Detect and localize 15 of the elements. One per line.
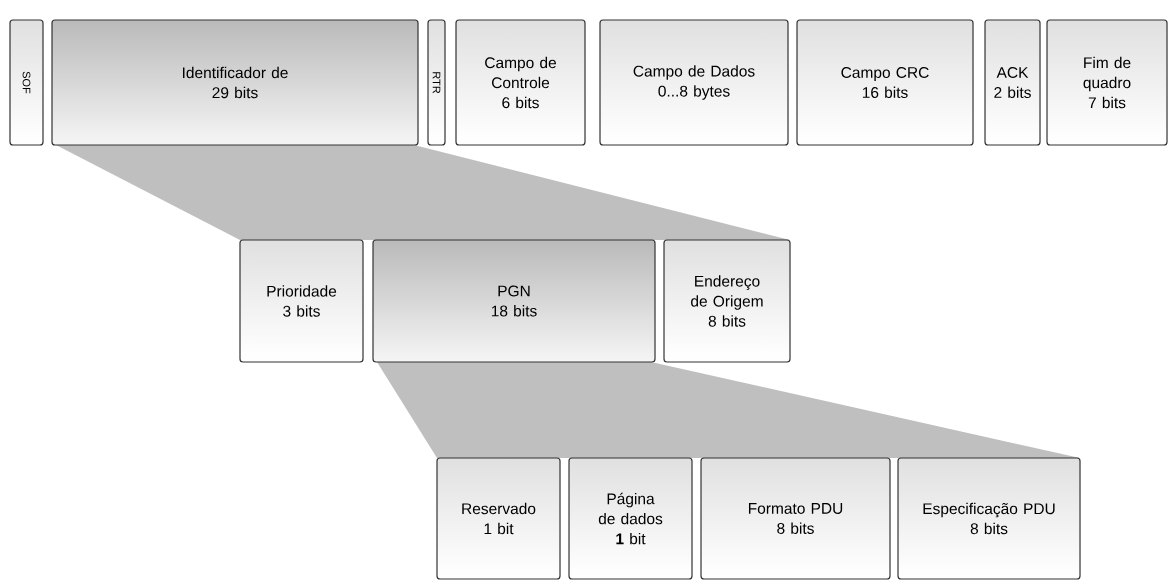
field-label: Campo CRC 16 bits bbox=[841, 67, 929, 98]
field-label: Campo de Controle 6 bits bbox=[485, 56, 556, 109]
field-label: SOF bbox=[22, 71, 31, 94]
field-label: Reservado 1 bit bbox=[462, 502, 536, 535]
field-label: Identificador de 29 bits bbox=[183, 66, 288, 99]
field-label: Prioridade 3 bits bbox=[267, 285, 337, 317]
field-label: ACK 2 bits bbox=[994, 67, 1031, 98]
field-label: Especificação PDU 8 bits bbox=[923, 502, 1055, 535]
field-label: Página de dados 1 bit bbox=[598, 492, 663, 545]
field-label: Campo de Dados 0...8 bytes bbox=[633, 65, 755, 100]
field-label: Formato PDU 8 bits bbox=[749, 503, 843, 534]
field-label: Fim de quadro 7 bits bbox=[1083, 56, 1131, 109]
field-label: Endereço de Origem 8 bits bbox=[691, 275, 763, 327]
field-label: PGN 18 bits bbox=[491, 285, 537, 317]
field-label: RTR bbox=[432, 72, 441, 94]
